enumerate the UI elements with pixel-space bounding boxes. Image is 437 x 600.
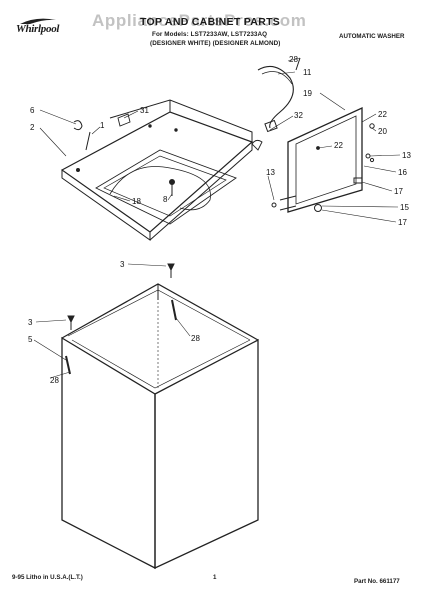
models-line: For Models: LST7233AW, LST7233AQ xyxy=(152,31,268,38)
callout-11-wire-harness: 11 xyxy=(303,68,312,77)
callout-3-screw-rear: 3 xyxy=(120,260,125,269)
washer-cabinet xyxy=(61,263,259,570)
callout-15-pad: 15 xyxy=(400,203,409,212)
brand-logo: Whirlpool xyxy=(16,23,60,35)
whirlpool-logo-swoosh-icon xyxy=(20,18,56,24)
lid-panel xyxy=(271,106,375,213)
callout-22-bumper: 22 xyxy=(334,141,343,150)
callout-3-screw-front: 3 xyxy=(28,318,33,327)
callout-28-cabinet-screw-front: 28 xyxy=(50,376,59,385)
page-title: TOP AND CABINET PARTS xyxy=(140,16,281,28)
product-name: AUTOMATIC WASHER xyxy=(339,33,405,40)
callout-22-lid-bumper: 22 xyxy=(378,110,387,119)
callout-16-hinge-pin: 16 xyxy=(398,168,407,177)
callout-13-hinge-screw: 13 xyxy=(266,168,275,177)
washer-top-assembly xyxy=(60,99,254,241)
top-hardware xyxy=(73,113,175,196)
callout-1-pin: 1 xyxy=(100,121,105,130)
callout-19-lid: 19 xyxy=(303,89,312,98)
page-number: 1 xyxy=(213,574,217,581)
lid-switch-harness xyxy=(251,57,301,151)
callout-17-hinge-lower: 17 xyxy=(398,218,407,227)
callout-17-hinge: 17 xyxy=(394,187,403,196)
callout-28-harness-screw: 28 xyxy=(289,55,298,64)
callout-28-cabinet-screw: 28 xyxy=(191,334,200,343)
callout-6-clip: 6 xyxy=(30,106,35,115)
callout-20-hinge: 20 xyxy=(378,127,387,136)
callout-31-bracket: 31 xyxy=(140,106,149,115)
callout-13-screw: 13 xyxy=(402,151,411,160)
leader-lines xyxy=(33,57,401,379)
callout-5-cabinet: 5 xyxy=(28,335,33,344)
callout-2-top: 2 xyxy=(30,123,35,132)
colors-line: (DESIGNER WHITE) (DESIGNER ALMOND) xyxy=(150,40,281,47)
callout-32-lid-switch: 32 xyxy=(294,111,303,120)
part-number: Part No. 661177 xyxy=(354,578,400,585)
callout-18-wire-loop: 18 xyxy=(132,197,141,206)
print-info: 9-95 Litho in U.S.A.(L.T.) xyxy=(12,574,83,581)
callout-8-screw: 8 xyxy=(163,195,168,204)
